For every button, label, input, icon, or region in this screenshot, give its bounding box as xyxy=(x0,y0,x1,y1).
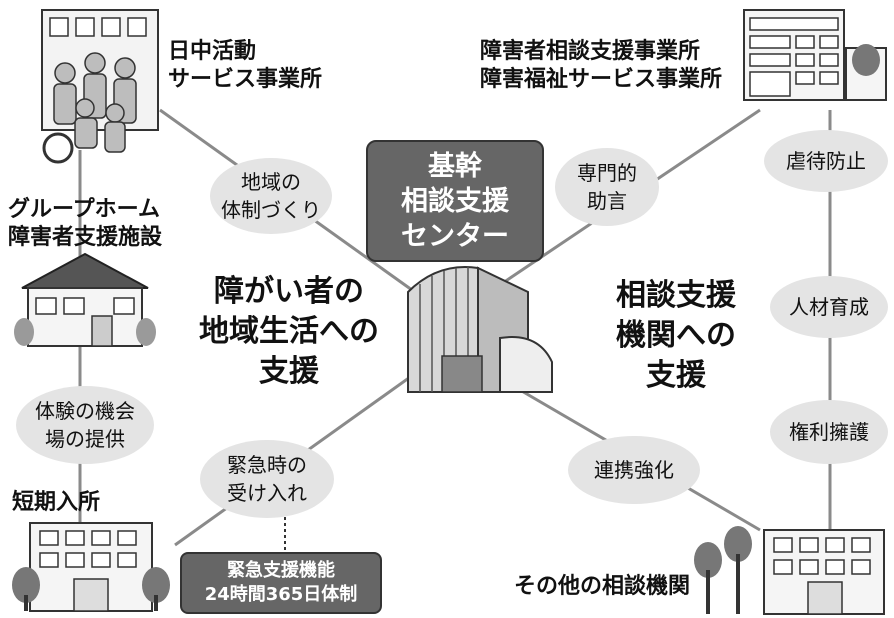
experience-opportunity-ellipse: 体験の機会 場の提供 xyxy=(16,386,154,464)
group-home-illustration xyxy=(14,252,156,347)
other-agencies-label: その他の相談機関 xyxy=(514,574,691,599)
group-home-label: グループホーム 障害者支援施設 xyxy=(8,197,163,250)
emergency-acceptance-ellipse: 緊急時の 受け入れ xyxy=(200,440,334,518)
expert-advice-ellipse: 専門的 助言 xyxy=(555,148,659,226)
left-section-title: 障がい者の 地域生活への 支援 xyxy=(199,274,379,389)
hr-development-ellipse: 人材育成 xyxy=(770,276,888,338)
short-stay-label: 短期入所 xyxy=(12,490,101,515)
abuse-prevention-ellipse: 虐待防止 xyxy=(764,130,888,192)
right-section-title: 相談支援 機関への 支援 xyxy=(616,278,736,393)
day-activity-illustration xyxy=(41,9,159,164)
emergency-support-line2: 24時間365日体制 xyxy=(204,584,358,605)
other-agencies-illustration xyxy=(694,526,885,615)
rights-advocacy-ellipse: 権利擁護 xyxy=(770,400,888,464)
emergency-support-line1: 緊急支援機能 xyxy=(227,560,335,581)
cooperation-ellipse: 連携強化 xyxy=(568,436,700,504)
core-counseling-center-box: 基幹 相談支援 センター xyxy=(366,140,544,262)
community-building-ellipse: 地域の 体制づくり xyxy=(210,158,332,234)
central-building-illustration xyxy=(407,266,553,393)
core-counseling-center-label: 基幹 相談支援 センター xyxy=(401,150,509,252)
emergency-support-box: 緊急支援機能 24時間365日体制 xyxy=(180,552,382,614)
short-stay-illustration xyxy=(12,522,170,612)
day-activity-label: 日中活動 サービス事業所 xyxy=(168,39,323,92)
counseling-office-label: 障害者相談支援事業所 障害福祉サービス事業所 xyxy=(480,39,723,92)
counseling-office-illustration xyxy=(743,9,887,101)
